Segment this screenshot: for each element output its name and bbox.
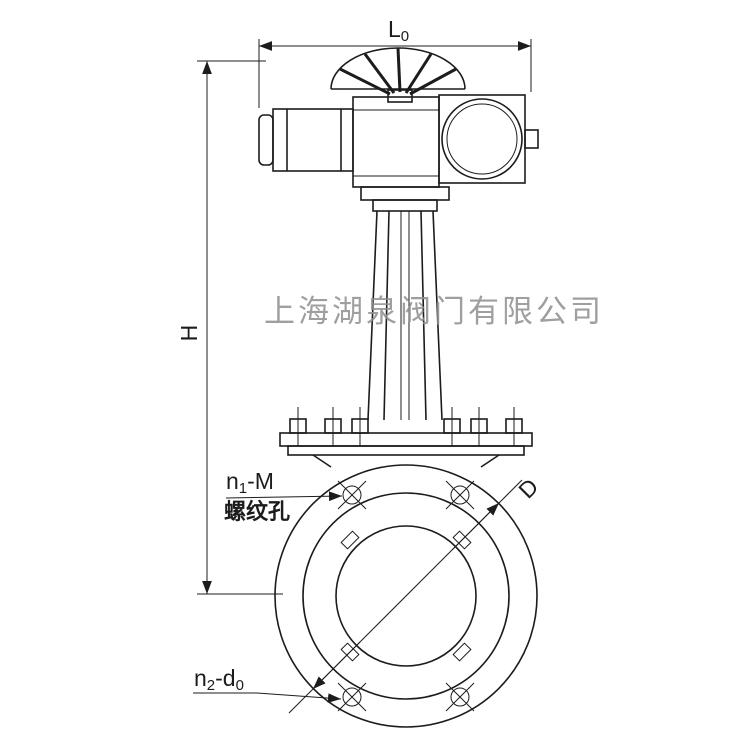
label-L0: L0 — [388, 16, 409, 45]
label-D: D — [513, 473, 543, 503]
flange-plate-upper — [279, 432, 533, 447]
company-watermark: 上海湖泉阀门有限公司 — [264, 294, 604, 329]
flange-bolts — [289, 407, 523, 434]
flange-plate-lower — [287, 445, 525, 456]
side-handwheel-outer — [441, 98, 523, 180]
leader-line — [193, 692, 342, 703]
motor-end-cap — [258, 114, 274, 166]
valve-drawing — [193, 39, 539, 728]
handwheel-spoke — [396, 47, 402, 93]
body-lug — [340, 530, 360, 550]
electric-actuator — [258, 94, 539, 212]
label-threaded-holes: 螺纹孔 — [224, 499, 290, 524]
bolt-hole-bottom-left — [337, 682, 367, 712]
body-flange-outer — [274, 464, 538, 728]
handwheel-spoke — [409, 67, 457, 96]
dimension-H — [197, 60, 283, 595]
label-H: H — [176, 325, 202, 342]
label-n1-M: n1-M — [226, 468, 274, 497]
leader-n2 — [193, 692, 342, 703]
bolt-hole-bottom-right — [445, 682, 475, 712]
bonnet-transition — [312, 454, 332, 468]
leader-line — [225, 491, 343, 502]
dimension-labels: L0 H D n1-M 螺纹孔 n2-d0 — [176, 16, 543, 694]
handwheel-spoke — [363, 53, 396, 94]
valve-body — [274, 464, 538, 728]
bolt-hole-top-right — [445, 480, 475, 510]
handwheel — [330, 47, 466, 103]
body-raised-face — [302, 492, 510, 700]
dimension-D — [288, 479, 523, 714]
body-lug — [452, 642, 472, 662]
side-handwheel-inner — [446, 103, 518, 175]
actuator-mount-flange — [360, 186, 450, 201]
output-shaft — [524, 129, 539, 149]
bolt-hole-top-left — [337, 480, 367, 510]
dimension-L0 — [258, 39, 532, 108]
handwheel-hub — [387, 89, 413, 103]
handwheel-spoke — [404, 53, 433, 94]
body-bore — [335, 525, 477, 667]
leader-n1 — [225, 491, 343, 502]
top-flange — [279, 407, 533, 468]
handwheel-spoke — [339, 67, 391, 96]
actuator-mount-step — [372, 199, 438, 212]
yoke-leg-right — [432, 210, 443, 421]
label-n2-d0: n2-d0 — [194, 665, 244, 694]
yoke — [367, 210, 443, 421]
side-handwheel-housing — [438, 94, 526, 184]
yoke-leg-left — [367, 210, 378, 421]
